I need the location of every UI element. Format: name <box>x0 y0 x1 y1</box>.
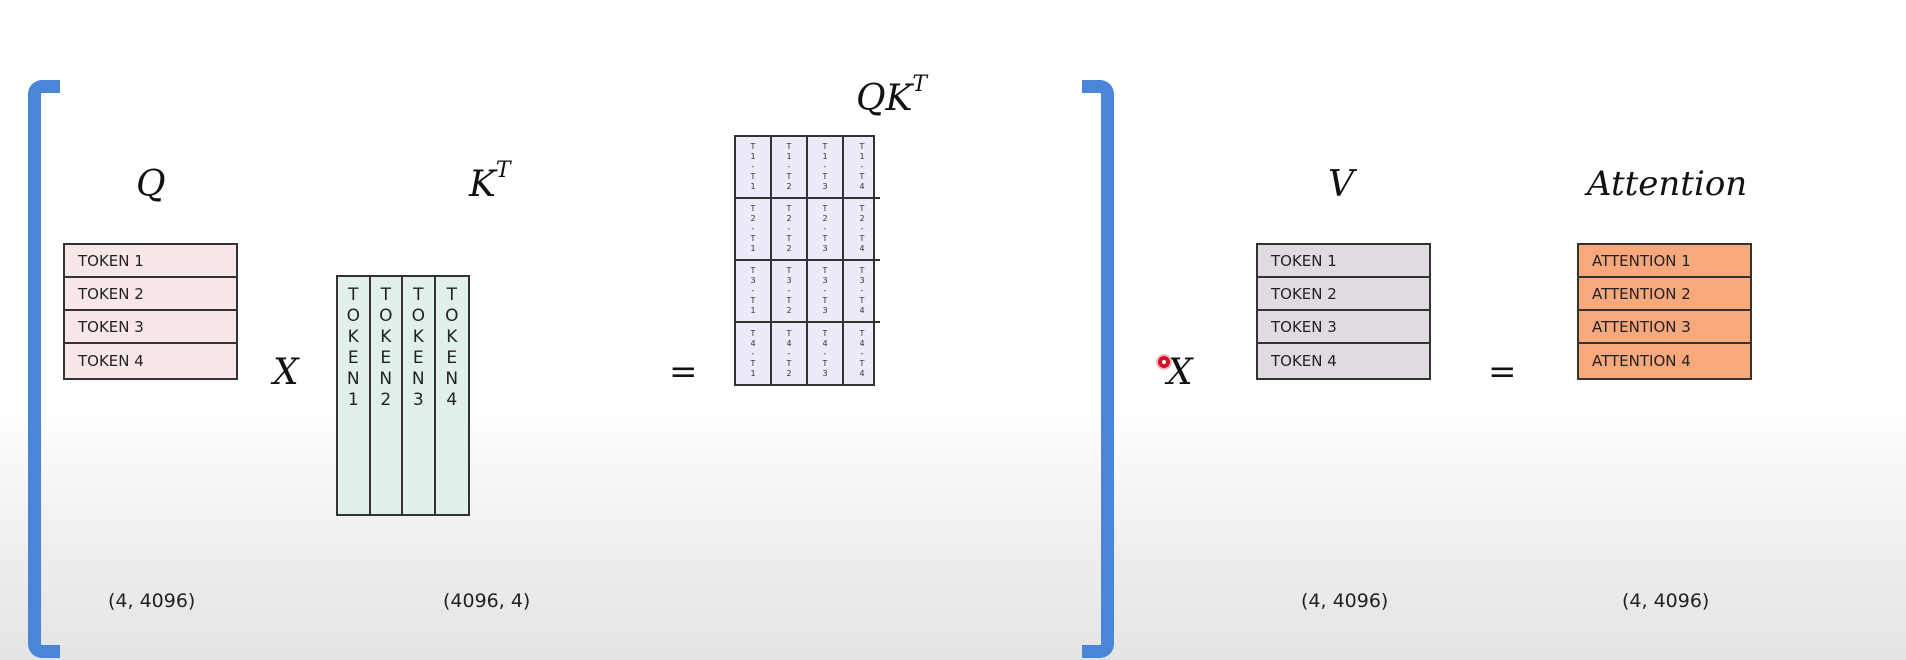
equals-operator-attention: = <box>1488 352 1517 392</box>
v-matrix-row-4: TOKEN 4 <box>1271 351 1337 370</box>
kt-label-superscript: T <box>495 158 511 183</box>
qkt-label: QKT <box>856 72 927 119</box>
attention-label: Attention <box>1587 164 1748 204</box>
equals-operator: = <box>669 352 698 392</box>
kt-shape: (4096, 4) <box>443 590 531 612</box>
kt-label: KT <box>469 158 511 205</box>
v-matrix-row-2: TOKEN 2 <box>1258 278 1429 311</box>
qkt-label-superscript: T <box>912 72 928 97</box>
attention-matrix-row-2: ATTENTION 2 <box>1579 278 1750 311</box>
attention-matrix-row-4: ATTENTION 4 <box>1592 351 1691 370</box>
q-matrix-row-1: TOKEN 1 <box>65 245 236 278</box>
v-label: V <box>1328 164 1354 205</box>
right-bracket <box>1082 80 1114 658</box>
multiply-operator-v: X <box>1167 352 1193 393</box>
mouse-cursor-indicator <box>1158 356 1170 368</box>
q-matrix-row-2: TOKEN 2 <box>65 278 236 311</box>
v-matrix-row-1: TOKEN 1 <box>1258 245 1429 278</box>
attention-matrix-row-3: ATTENTION 3 <box>1579 311 1750 344</box>
attention-matrix-row-1: ATTENTION 1 <box>1579 245 1750 278</box>
q-matrix-row-4: TOKEN 4 <box>78 351 144 370</box>
q-shape: (4, 4096) <box>108 590 196 612</box>
multiply-operator: X <box>273 352 299 393</box>
q-label: Q <box>136 164 166 205</box>
v-shape: (4, 4096) <box>1301 590 1389 612</box>
q-matrix-row-3: TOKEN 3 <box>65 311 236 344</box>
kt-label-base: K <box>469 164 496 205</box>
left-bracket <box>28 80 60 658</box>
v-matrix-row-3: TOKEN 3 <box>1258 311 1429 344</box>
attention-shape: (4, 4096) <box>1622 590 1710 612</box>
qkt-label-base: QK <box>856 78 913 119</box>
